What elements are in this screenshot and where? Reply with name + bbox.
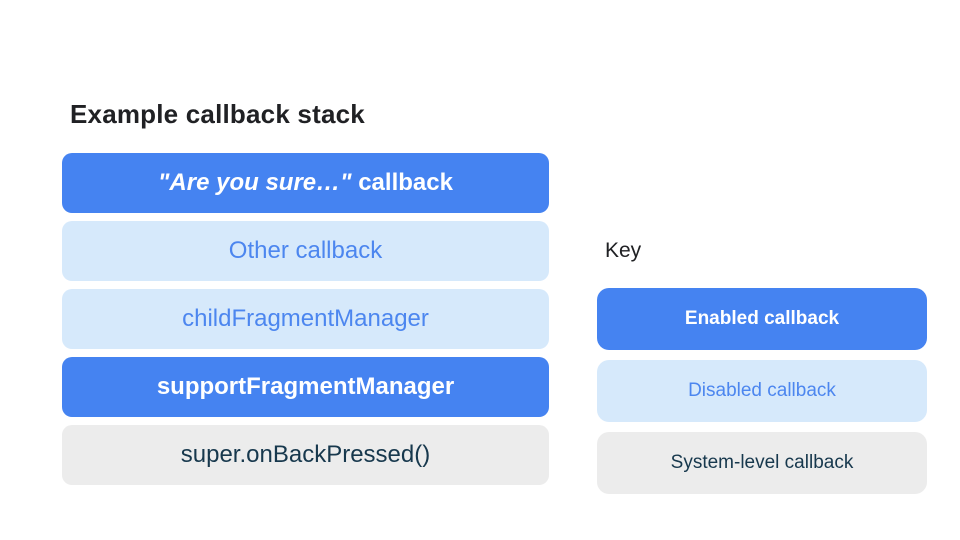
key-item-system-level-callback: System-level callback — [597, 432, 927, 494]
stack-bar-other-callback: Other callback — [62, 221, 549, 281]
key-item-enabled-callback: Enabled callback — [597, 288, 927, 350]
stack-bar-are-you-sure-callback: "Are you sure…" callback — [62, 153, 549, 213]
callback-stack: "Are you sure…" callback Other callback … — [62, 153, 549, 485]
key-item-disabled-callback: Disabled callback — [597, 360, 927, 422]
bar-label-quoted-part: "Are you sure…" — [158, 169, 352, 196]
stack-bar-child-fragment-manager: childFragmentManager — [62, 289, 549, 349]
stack-bar-support-fragment-manager: supportFragmentManager — [62, 357, 549, 417]
key-heading: Key — [605, 239, 642, 262]
bar-label-rest-part: callback — [351, 169, 453, 196]
key-legend: Enabled callback Disabled callback Syste… — [597, 288, 927, 494]
stack-bar-super-onbackpressed: super.onBackPressed() — [62, 425, 549, 485]
stack-heading: Example callback stack — [70, 99, 365, 129]
